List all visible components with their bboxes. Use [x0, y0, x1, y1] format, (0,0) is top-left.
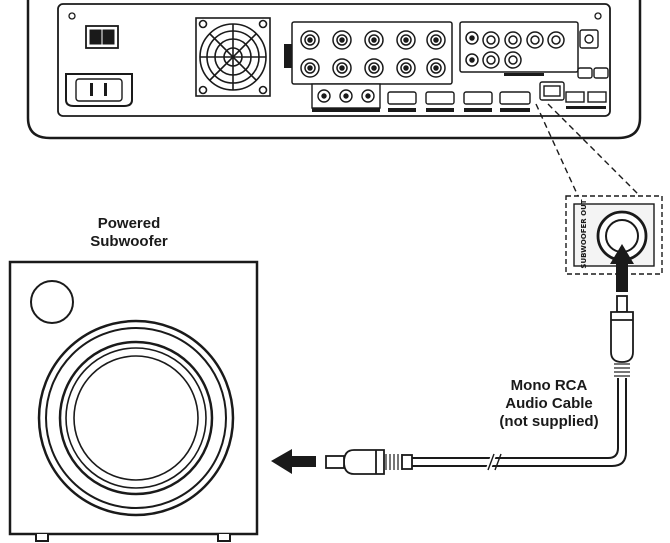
subwoofer-label-line1: Powered: [97, 215, 161, 232]
small-connectors: [565, 29, 609, 109]
subwoofer-label-line2: Subwoofer: [90, 233, 168, 250]
bottom-connector-row: [311, 81, 565, 112]
audio-output-jacks: [459, 21, 579, 76]
receiver-rear-panel: [26, 0, 642, 140]
rca-jack-block: [284, 21, 453, 85]
subwoofer-out-jack-label: SUBWOOFER OUT: [580, 199, 588, 269]
cable-label-line1: Mono RCA: [510, 377, 588, 394]
insert-arrow: [610, 244, 634, 292]
cable-label-line3: (not supplied): [499, 413, 599, 430]
powered-subwoofer: [8, 260, 259, 542]
cable-label: Mono RCA Audio Cable (not supplied): [474, 377, 624, 431]
power-switch: [85, 25, 119, 49]
ac-power-inlet: [65, 73, 133, 107]
audio-cable: [410, 378, 627, 471]
rca-plug-top: [610, 295, 634, 377]
connect-arrow: [271, 449, 316, 474]
panel-screws: [68, 12, 602, 20]
callout-lines: [535, 103, 641, 197]
cable-label-line2: Audio Cable: [505, 395, 593, 412]
subwoofer-label: Powered Subwoofer: [64, 215, 194, 251]
rca-plug-bottom: [325, 449, 413, 475]
cooling-fan: [195, 17, 271, 97]
